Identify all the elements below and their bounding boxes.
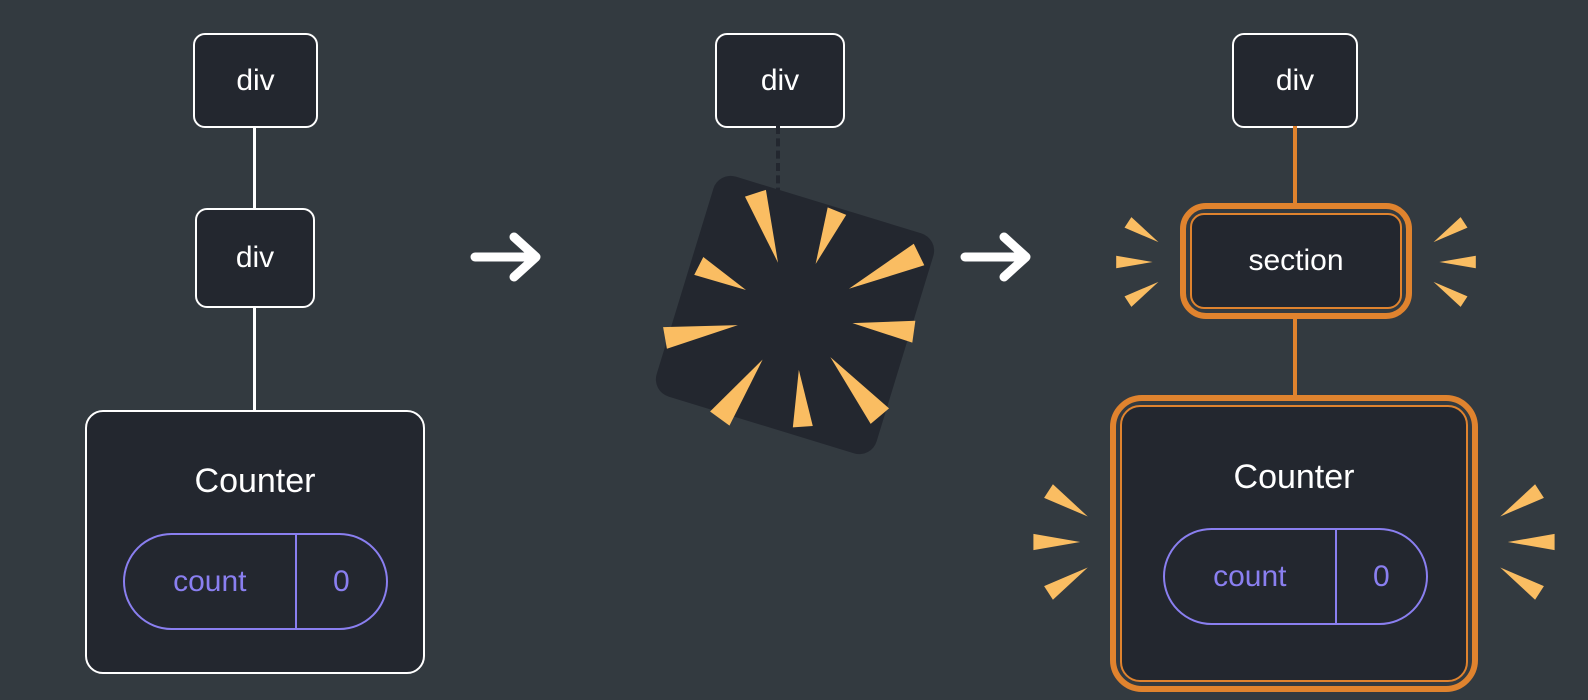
node-root-before: div [193, 33, 318, 128]
node-root-during: div [715, 33, 845, 128]
dashed-connector-during [776, 126, 780, 208]
component-title-after: Counter [1233, 458, 1355, 496]
highlight-connector-after-2 [1293, 315, 1297, 399]
node-root-during-label: div [760, 63, 800, 97]
node-child-before-label: div [235, 241, 275, 274]
component-title-before: Counter [194, 462, 316, 500]
state-pill-after: count 0 [1163, 528, 1428, 625]
node-root-after-label: div [1275, 63, 1315, 97]
spark-burst-icon [1433, 217, 1476, 307]
tree-connector-before-1 [253, 128, 256, 208]
state-key-after: count [1165, 530, 1337, 623]
section-node-after: section [1180, 203, 1412, 319]
section-node-after-label: section [1248, 244, 1344, 277]
spark-burst-icon [1116, 217, 1159, 307]
node-child-before: div [195, 208, 315, 308]
poof-burst-icon [655, 175, 935, 455]
spark-burst-icon [1033, 484, 1088, 600]
arrow-right-icon [470, 232, 541, 282]
spark-burst-icon [1500, 484, 1555, 600]
state-key-before: count [125, 535, 297, 628]
node-root-after: div [1232, 33, 1358, 128]
node-root-before-label: div [236, 63, 275, 97]
state-value-after: 0 [1372, 559, 1390, 593]
tree-connector-before-2 [253, 306, 256, 412]
highlight-connector-after-1 [1293, 126, 1297, 206]
state-value-before: 0 [332, 564, 350, 598]
arrow-right-icon [960, 232, 1031, 282]
state-pill-before: count 0 [123, 533, 388, 630]
section-node-after-inner: section [1190, 213, 1402, 309]
